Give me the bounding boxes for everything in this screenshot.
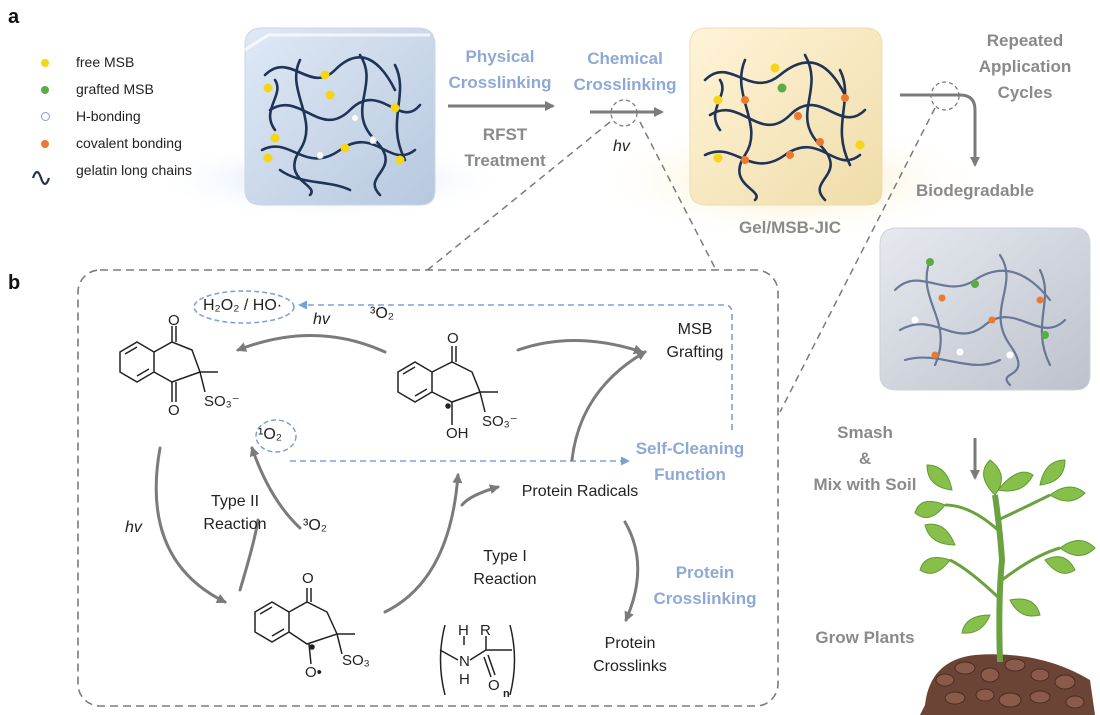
atom-o-triplet-bottom: O• xyxy=(305,664,322,681)
atom-so3-radical: SO₃⁻ xyxy=(482,413,518,430)
label-hv-b-top: hv xyxy=(313,311,330,328)
singlet-o2-circle xyxy=(255,419,297,453)
panel-label-a: a xyxy=(8,6,20,28)
atom-o-radical-top: O xyxy=(447,330,459,347)
atom-r: R xyxy=(480,622,491,639)
legend-item-gelatin: gelatin long chains xyxy=(76,162,192,178)
atom-oh: OH xyxy=(446,425,469,442)
h2o2-circle xyxy=(193,290,295,324)
zoom-leader-left xyxy=(424,121,611,273)
gel-cube-degraded xyxy=(879,227,1091,391)
panel-b-frame xyxy=(77,269,779,707)
legend-item-grafted-msb: grafted MSB xyxy=(30,77,154,101)
atom-n-subscript: n xyxy=(503,688,510,700)
label-triplet-o2-mid: ³O₂ xyxy=(303,517,327,534)
zoom-circle-hv xyxy=(610,99,638,127)
label-singlet-o2: ¹O₂ xyxy=(258,426,282,443)
atom-h-top: H xyxy=(458,622,469,639)
dash-h2o2-line xyxy=(298,300,733,430)
arrow-radical-to-grafting xyxy=(570,350,647,462)
arrow-to-grafting xyxy=(516,339,644,355)
label-h2o2: H₂O₂ / HO· xyxy=(203,297,283,314)
gel-cube-initial xyxy=(244,27,436,206)
structure-msb-radical xyxy=(397,346,498,425)
arrow-type2-stem xyxy=(238,518,260,592)
structure-msb-triplet xyxy=(254,588,355,665)
label-grow-plants: Grow Plants xyxy=(815,628,915,647)
atom-o-msb-bottom: O xyxy=(168,402,180,419)
atom-o-triplet-top: O xyxy=(302,570,314,587)
legend-chain-glyph xyxy=(31,170,51,186)
atom-so3-triplet: SO₃ xyxy=(342,652,370,669)
legend-item-h-bonding: H-bonding xyxy=(30,104,141,128)
atom-o-poly: O xyxy=(488,677,500,694)
yellow-dot-icon xyxy=(30,54,60,70)
plant-illustration xyxy=(914,459,1096,715)
label-triplet-o2-top: ³O₂ xyxy=(370,305,394,322)
open-circle-icon xyxy=(30,108,60,124)
arrow-hv-down xyxy=(154,446,227,604)
panel-label-b: b xyxy=(8,272,21,294)
arrow-to-singlet xyxy=(249,446,302,530)
arrow-to-crosslinks xyxy=(623,520,640,622)
structure-msb xyxy=(119,326,218,402)
structure-protein xyxy=(439,624,516,696)
arrow-type1-up xyxy=(383,473,463,614)
label-biodegradable: Biodegradable xyxy=(915,181,1035,200)
zoom-leader-right xyxy=(639,121,716,269)
green-dot-icon xyxy=(30,81,60,97)
zoom-leader-cycle-a xyxy=(779,107,936,413)
atom-h-bottom: H xyxy=(459,671,470,688)
arrow-repeated xyxy=(900,93,980,167)
atom-n: N xyxy=(459,653,470,670)
legend-item-covalent: covalent bonding xyxy=(30,131,182,155)
label-hv-top: hv xyxy=(613,138,630,155)
legend-item-free-msb: free MSB xyxy=(30,50,134,74)
zoom-circle-cycle xyxy=(930,81,960,111)
label-gel-msb-jic: Gel/MSB-JIC xyxy=(738,218,842,237)
atom-o-msb-top: O xyxy=(168,312,180,329)
label-protein-radicals: Protein Radicals xyxy=(521,483,639,500)
arrow-to-radicals xyxy=(460,484,500,507)
arrow-to-msb-left xyxy=(236,334,387,354)
atom-so3-msb: SO₃⁻ xyxy=(204,393,240,410)
label-smash-mix: Smash&Mix with Soil xyxy=(813,423,917,494)
label-hv-left: hv xyxy=(125,519,142,536)
gel-cube-crosslinked xyxy=(689,27,883,206)
orange-dot-icon xyxy=(30,135,60,151)
